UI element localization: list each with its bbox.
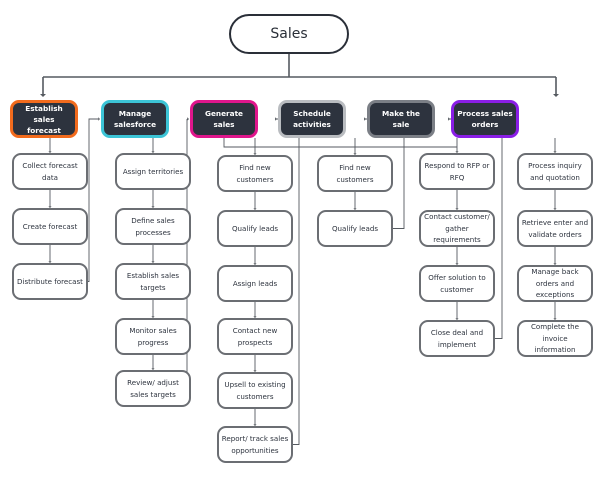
step-box: Create forecast	[12, 208, 88, 245]
step-box: Distribute forecast	[12, 263, 88, 300]
arrowhead-icon	[151, 206, 155, 208]
step-label: Create forecast	[22, 221, 78, 231]
loop-connector	[88, 118, 98, 282]
arrowhead-icon	[553, 318, 557, 320]
arrowhead-icon	[48, 261, 52, 263]
step-label: Close deal and implement	[430, 328, 484, 349]
step-box: Respond to RFP or RFQ	[419, 153, 495, 190]
step-box: Find new customers	[317, 155, 393, 192]
step-box: Establish sales targets	[115, 263, 191, 300]
header-establish-sales-forecast: Establish sales forecast	[10, 100, 78, 138]
step-box: Qualify leads	[217, 210, 293, 247]
arrowhead-icon	[253, 208, 257, 210]
step-label: Collect forecast data	[22, 161, 78, 182]
arrowhead-icon	[353, 153, 357, 155]
step-box: Define sales processes	[115, 208, 191, 245]
header-manage-salesforce: Manage salesforce	[101, 100, 169, 138]
step-label: Monitor sales progress	[129, 326, 177, 347]
arrowhead-icon	[455, 208, 459, 210]
header-generate-sales: Generate sales	[190, 100, 258, 138]
arrowhead-icon	[553, 208, 557, 210]
step-box: Process inquiry and quotation	[517, 153, 593, 190]
step-label: Assign territories	[122, 166, 184, 176]
step-label: Contact customer/ gather requirements	[424, 212, 490, 245]
step-box: Report/ track sales opportunities	[217, 426, 293, 463]
step-label: Find new customers	[236, 163, 274, 184]
root-node-sales: Sales	[229, 14, 349, 54]
header-label: Schedule activities	[293, 109, 331, 129]
arrowhead-icon	[553, 263, 557, 265]
step-box: Find new customers	[217, 155, 293, 192]
step-box: Qualify leads	[317, 210, 393, 247]
step-label: Respond to RFP or RFQ	[424, 161, 490, 182]
step-label: Distribute forecast	[17, 276, 83, 286]
step-box: Upsell to existing customers	[217, 372, 293, 409]
step-label: Process inquiry and quotation	[528, 161, 582, 182]
arrowhead-icon	[151, 368, 155, 370]
step-box: Offer solution to customer	[419, 265, 495, 302]
step-box: Assign leads	[217, 265, 293, 302]
step-box: Close deal and implement	[419, 320, 495, 357]
header-label: Establish sales forecast	[25, 103, 63, 135]
arrowhead-icon	[253, 316, 257, 318]
step-box: Complete the invoice information	[517, 320, 593, 357]
step-label: Complete the invoice information	[530, 322, 580, 355]
step-box: Collect forecast data	[12, 153, 88, 190]
step-label: Assign leads	[232, 278, 278, 288]
arrowhead-icon	[455, 263, 459, 265]
step-label: Establish sales targets	[126, 271, 180, 292]
step-label: Contact new prospects	[232, 326, 278, 347]
arrowhead-icon	[98, 117, 100, 121]
arrowhead-icon	[151, 151, 155, 153]
arrowhead-icon	[253, 153, 257, 155]
arrowhead-icon	[253, 263, 257, 265]
step-box: Review/ adjust sales targets	[115, 370, 191, 407]
arrowhead-icon	[151, 316, 155, 318]
header-make-the-sale: Make the sale	[367, 100, 435, 138]
arrowhead-icon	[151, 261, 155, 263]
arrowhead-icon	[187, 117, 189, 121]
arrowhead-icon	[553, 94, 559, 97]
step-box: Monitor sales progress	[115, 318, 191, 355]
step-box: Assign territories	[115, 153, 191, 190]
step-box: Contact new prospects	[217, 318, 293, 355]
step-label: Upsell to existing customers	[224, 380, 286, 401]
arrowhead-icon	[275, 117, 277, 121]
arrowhead-icon	[364, 117, 366, 121]
step-label: Manage back orders and exceptions	[531, 267, 579, 300]
header-schedule-activities: Schedule activities	[278, 100, 346, 138]
header-label: Process sales orders	[457, 109, 513, 129]
arrowhead-icon	[48, 151, 52, 153]
header-label: Make the sale	[382, 109, 420, 129]
step-label: Offer solution to customer	[428, 273, 486, 294]
step-box: Manage back orders and exceptions	[517, 265, 593, 302]
step-label: Find new customers	[336, 163, 374, 184]
arrowhead-icon	[448, 117, 450, 121]
arrowhead-icon	[253, 370, 257, 372]
root-label: Sales	[270, 26, 308, 42]
arrowhead-icon	[553, 151, 557, 153]
arrowhead-icon	[40, 94, 46, 97]
arrowhead-icon	[353, 208, 357, 210]
step-label: Qualify leads	[331, 223, 379, 233]
header-process-sales-orders: Process sales orders	[451, 100, 519, 138]
step-label: Report/ track sales opportunities	[221, 434, 289, 455]
step-box: Contact customer/ gather requirements	[419, 210, 495, 247]
arrowhead-icon	[48, 206, 52, 208]
cross-link-line	[223, 138, 457, 148]
step-label: Retrieve enter and validate orders	[521, 218, 589, 239]
header-label: Manage salesforce	[113, 109, 157, 129]
arrowhead-icon	[455, 318, 459, 320]
header-label: Generate sales	[204, 109, 244, 129]
arrowhead-icon	[253, 424, 257, 426]
step-label: Qualify leads	[231, 223, 279, 233]
step-label: Define sales processes	[131, 216, 175, 237]
step-label: Review/ adjust sales targets	[127, 378, 179, 399]
arrowhead-icon	[455, 151, 459, 153]
step-box: Retrieve enter and validate orders	[517, 210, 593, 247]
